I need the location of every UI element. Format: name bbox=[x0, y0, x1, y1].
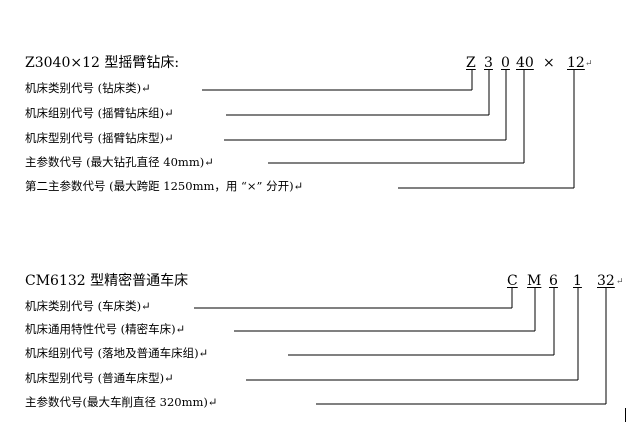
section1-row-1: 机床类别代号 (钻床类)↵ bbox=[25, 81, 151, 95]
section1-title: Z3040×12 型摇臂钻床: bbox=[25, 55, 180, 71]
section2-row-2: 机床通用特性代号 (精密车床)↵ bbox=[25, 322, 186, 336]
section2-code-part-2: M bbox=[527, 273, 542, 289]
section1-row-3: 机床型别代号 (摇臂钻床型)↵ bbox=[25, 131, 174, 145]
section2-code-part-3: 6 bbox=[549, 273, 558, 289]
section2-row-5: 主参数代号(最大车削直径 320mm)↵ bbox=[25, 395, 218, 409]
section1-code-part-2: 3 bbox=[484, 55, 493, 71]
section1-row-5: 第二主参数代号 (最大跨距 1250mm，用 “×” 分开)↵ bbox=[25, 179, 304, 193]
section2-title: CM6132 型精密普通车床 bbox=[25, 273, 189, 289]
section2-code-part-1: C bbox=[507, 273, 518, 289]
section2-row-1: 机床类别代号 (车床类)↵ bbox=[25, 299, 151, 313]
section2-row-3: 机床组别代号 (落地及普通车床组)↵ bbox=[25, 346, 209, 360]
section2-para-mark: ↵ bbox=[616, 277, 624, 287]
section1-row-4: 主参数代号 (最大钻孔直径 40mm)↵ bbox=[25, 155, 214, 169]
section2-code-part-5: 32 bbox=[597, 273, 615, 289]
section2-row-4: 机床型别代号 (普通车床型)↵ bbox=[25, 371, 174, 385]
section1-para-mark: ↵ bbox=[585, 59, 593, 69]
section1-code-part-5: × bbox=[543, 55, 555, 71]
section1-code-part-4: 40 bbox=[516, 55, 534, 71]
section2-code-part-4: 1 bbox=[573, 273, 582, 289]
section1-row-2: 机床组别代号 (摇臂钻床组)↵ bbox=[25, 106, 174, 120]
section1-code-part-3: 0 bbox=[501, 55, 510, 71]
section1-code-part-1: Z bbox=[466, 55, 476, 71]
text-cursor bbox=[625, 408, 626, 422]
section1-code-part-6: 12 bbox=[567, 55, 585, 71]
